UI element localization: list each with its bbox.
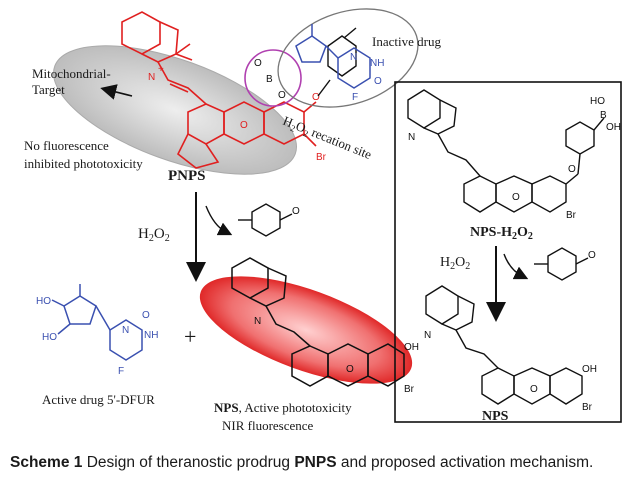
charge-plus: + <box>158 64 164 75</box>
label-mito-1: Mitochondrial- <box>32 66 111 81</box>
drug-ellipse <box>277 8 419 108</box>
nps-box-structure <box>425 285 583 405</box>
ho-atom-2: HO <box>42 332 57 343</box>
ho-atom-1: HO <box>36 296 51 307</box>
n-plus-atom: N <box>148 72 155 83</box>
curved-arrow-left <box>205 205 233 236</box>
nps-bottom-structure <box>231 257 405 387</box>
box-n-atom: N <box>408 132 415 143</box>
boronate-o1: O <box>254 58 262 69</box>
box-nps-o-atom: O <box>530 384 538 395</box>
nps-h2o2-structure <box>407 89 605 213</box>
quinone-methide-left <box>238 203 293 237</box>
drug-f-atom: F <box>352 92 358 103</box>
drug-o-atom: O <box>374 76 382 87</box>
box-nps-oh-atom: OH <box>582 364 597 375</box>
caption-bold: PNPS <box>294 454 337 471</box>
quinone-o-left: O <box>292 206 300 217</box>
quinone-methide-right <box>534 247 589 281</box>
plus-sign: + <box>184 324 196 349</box>
label-no-fluorescence: No fluorescence <box>24 138 109 153</box>
boron-atom: B <box>266 74 273 85</box>
mito-arrow <box>100 84 133 100</box>
caption-lead: Scheme 1 <box>10 454 83 471</box>
inactive-drug-structure <box>295 24 371 89</box>
label-nir: NIR fluorescence <box>222 418 314 433</box>
red-highlight-ellipse <box>199 276 413 384</box>
nps-o-atom: O <box>346 364 354 375</box>
box-ether-o: O <box>568 164 576 175</box>
label-mito-2: Target <box>32 82 65 97</box>
label-inactive-drug: Inactive drug <box>372 34 441 49</box>
active-o-atom: O <box>142 310 150 321</box>
br-atom: Br <box>316 152 327 163</box>
pnps-molecule: N + O O Br <box>53 11 357 175</box>
label-inhibited: inhibited phototoxicity <box>24 156 143 171</box>
label-nps-box: NPS <box>482 409 509 424</box>
nps-n-atom: N <box>254 316 261 327</box>
boronate-o2: O <box>278 90 286 101</box>
label-h2o2-right: H2O2 <box>440 255 470 272</box>
active-f-atom: F <box>118 366 124 377</box>
nps-br-atom: Br <box>404 384 415 395</box>
box-br-atom: Br <box>566 210 577 221</box>
grey-highlight-ellipse <box>53 45 297 175</box>
caption-text-a: Design of theranostic prodrug <box>82 454 295 471</box>
label-nps-desc: NPS, Active phototoxicity <box>214 400 352 415</box>
label-nps-h2o2: NPS-H2O2 <box>470 225 533 242</box>
label-h2o2-left: H2O2 <box>138 226 170 244</box>
box-nps-br-atom: Br <box>582 402 593 413</box>
box-o-atom: O <box>512 192 520 203</box>
active-drug-structure <box>51 284 143 361</box>
active-n-atom: N <box>122 325 129 336</box>
box-nps-n-atom: N <box>424 330 431 341</box>
quinone-o-right: O <box>588 250 596 261</box>
active-nh-atom: NH <box>144 330 158 341</box>
box-oh-atom: OH <box>606 122 621 133</box>
right-box <box>394 81 622 423</box>
label-pnps: PNPS <box>168 168 206 184</box>
reaction-site-circle <box>244 49 302 107</box>
xanthene-o-atom: O <box>240 120 248 131</box>
nps-oh-atom: OH <box>404 342 419 353</box>
label-active-drug: Active drug 5'-DFUR <box>42 392 155 407</box>
caption-text-b: and proposed activation mechanism. <box>336 454 594 471</box>
drug-nh-atom: NH <box>370 58 384 69</box>
box-ho-atom: HO <box>590 96 605 107</box>
ether-o-atom: O <box>312 92 320 103</box>
drug-n-atom: N <box>350 52 357 63</box>
box-b-atom: B <box>600 110 607 121</box>
reaction-scheme: N + O O Br Mitochondrial- Target B O O N… <box>24 8 622 433</box>
scheme-caption: Scheme 1 Design of theranostic prodrug P… <box>10 452 615 473</box>
curved-arrow-right <box>503 253 529 280</box>
